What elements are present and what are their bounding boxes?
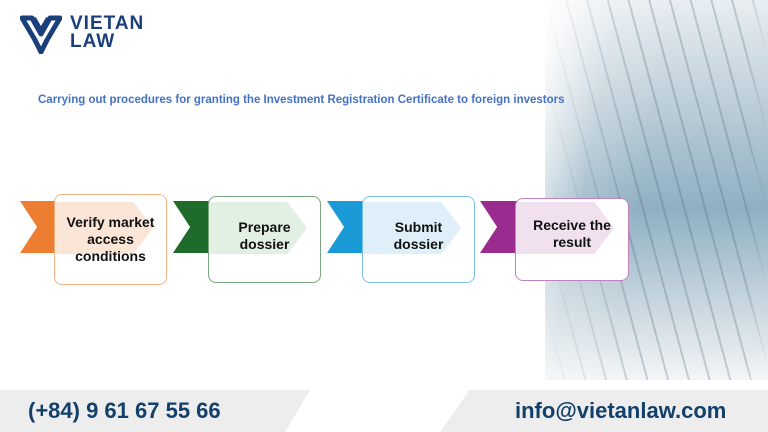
building-background-image — [545, 0, 768, 380]
email-address[interactable]: info@vietanlaw.com — [515, 398, 727, 423]
vietan-logo-icon — [20, 15, 62, 54]
step-arrow-tint — [209, 202, 307, 254]
step-label: Verify market access conditions — [66, 214, 155, 264]
step-chevron-icon — [480, 201, 518, 253]
step-chevron-icon — [20, 201, 58, 253]
step-arrow-tint — [363, 202, 461, 254]
process-step: Prepare dossier — [208, 196, 321, 283]
brand-line1: VIETAN — [70, 13, 145, 34]
process-step: Submit dossier — [362, 196, 475, 283]
page-title: Carrying out procedures for granting the… — [38, 94, 565, 106]
step-label: Prepare dossier — [238, 219, 291, 252]
step-arrow-tint — [516, 202, 614, 254]
step-label: Receive the result — [533, 217, 611, 250]
phone-number[interactable]: (+84) 9 61 67 55 66 — [28, 398, 221, 423]
brand-line2: LAW — [70, 31, 116, 52]
step-chevron-icon — [173, 201, 211, 253]
step-chevron-icon — [327, 201, 365, 253]
process-step: Receive the result — [515, 198, 629, 281]
step-label: Submit dossier — [393, 219, 444, 252]
phone-banner: (+84) 9 61 67 55 66 — [0, 390, 310, 432]
email-banner: info@vietanlaw.com — [440, 390, 768, 432]
process-step: Verify market access conditions — [54, 194, 167, 285]
step-arrow-tint — [55, 202, 153, 254]
